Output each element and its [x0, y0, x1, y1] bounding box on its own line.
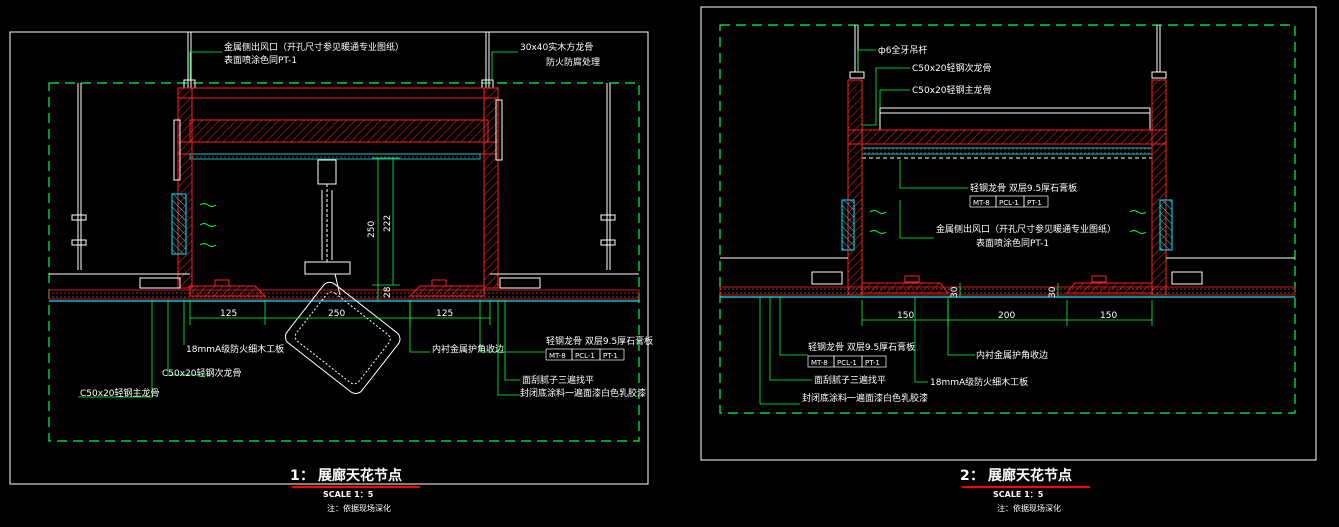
tag-mt: MT-8 [549, 352, 566, 360]
side-walls [171, 87, 503, 289]
label-board-2: 18mmA级防火细木工板 [930, 376, 1028, 388]
leader-lines-1 [78, 51, 545, 398]
detail-1: 250 222 28 125 250 125 金属侧出风口（开孔尺寸参见暖通专业 [9, 31, 653, 513]
title-2-text: 展廊天花节点 [988, 467, 1072, 484]
tag-pt-2a: PT-1 [1027, 199, 1042, 207]
label-main-keel: C50x20轻钢主龙骨 [80, 387, 160, 399]
label-light-keel: 轻钢龙骨 双层9.5厚石膏板 [546, 335, 653, 347]
material-tags-2a: MT-8 PCL-1 PT-1 [969, 195, 1049, 208]
tag-pt: PT-1 [603, 352, 618, 360]
tag-pt-2b: PT-1 [865, 359, 880, 367]
title-1-sep: ： [300, 468, 314, 484]
detail-1-frame [9, 31, 649, 485]
label-fireproof: 防火防腐处理 [546, 56, 600, 68]
ceiling-plane [48, 273, 640, 302]
label-putty-2: 面刮腻子三遍找平 [814, 374, 886, 386]
label-light-keel-2b: 轻钢龙骨 双层9.5厚石膏板 [808, 341, 915, 353]
title-1-text: 展廊天花节点 [318, 467, 402, 484]
track-light-fixture [284, 159, 401, 394]
dim-150-right: 150 [1100, 311, 1117, 321]
dim-250-vertical: 250 [367, 221, 377, 238]
dim-200: 200 [998, 311, 1015, 321]
label-light-keel-2a: 轻钢龙骨 双层9.5厚石膏板 [970, 182, 1077, 194]
title-1-note: 注：依据现场深化 [327, 503, 391, 513]
title-2-number: 2 [960, 468, 970, 484]
label-vent-finish: 表面喷涂色同PT-1 [224, 54, 297, 66]
label-wood-keel: 30x40实木方龙骨 [520, 41, 593, 53]
airflow-marks-2 [869, 210, 1147, 234]
material-tags-2b: MT-8 PCL-1 PT-1 [807, 355, 887, 368]
label-edge: 内衬金属护角收边 [432, 343, 504, 355]
rod-clips [71, 79, 616, 246]
title-2-sep: ： [970, 468, 984, 484]
top-wood-box [177, 87, 499, 160]
label-vent-finish-2: 表面喷涂色同PT-1 [976, 237, 1049, 249]
rod-clips-2 [849, 71, 1167, 79]
top-keel-2 [847, 107, 1167, 159]
tag-mt-2a: MT-8 [973, 199, 990, 207]
dim-30-left: 30 [950, 286, 960, 298]
dim-125-left: 125 [220, 309, 237, 319]
title-2-scale: SCALE 1：5 [993, 490, 1044, 499]
title-1-number: 1 [290, 468, 300, 484]
dim-28: 28 [383, 286, 393, 298]
label-paint-2: 封闭底涂料一遍面漆白色乳胶漆 [802, 392, 928, 404]
label-putty: 面刮腻子三遍找平 [522, 374, 594, 386]
label-main-keel-2: C50x20轻钢主龙骨 [912, 84, 992, 96]
dim-30-right: 30 [1048, 286, 1058, 298]
detail-2-frame [700, 6, 1317, 461]
dim-222: 222 [383, 215, 393, 232]
title-1-scale: SCALE 1：5 [323, 490, 374, 499]
tag-pcl: PCL-1 [575, 352, 595, 360]
label-vent-2: 金属侧出风口（开孔尺寸参见暖通专业图纸） [936, 223, 1116, 235]
leader-lines-2 [759, 49, 975, 405]
label-sub-keel: C50x20轻钢次龙骨 [162, 367, 242, 379]
label-vent: 金属侧出风口（开孔尺寸参见暖通专业图纸） [224, 41, 404, 53]
tag-pcl-2b: PCL-1 [837, 359, 857, 367]
label-paint: 封闭底涂料一遍面漆白色乳胶漆 [520, 387, 646, 399]
label-sub-keel-2: C50x20轻钢次龙骨 [912, 62, 992, 74]
horizontal-dims-2 [861, 283, 1153, 326]
label-board: 18mmA级防火细木工板 [186, 343, 284, 355]
dim-150-left: 150 [897, 311, 914, 321]
tag-pcl-2a: PCL-1 [999, 199, 1019, 207]
dim-125-right: 125 [436, 309, 453, 319]
ceiling-plane-2 [719, 257, 1296, 298]
material-tags-1: MT-8 PCL-1 PT-1 [545, 348, 625, 361]
title-2-note: 注：依据现场深化 [997, 503, 1061, 513]
tag-mt-2b: MT-8 [811, 359, 828, 367]
dim-250: 250 [328, 309, 345, 319]
label-edge-2: 内衬金属护角收边 [976, 349, 1048, 361]
side-walls-2 [841, 79, 1173, 296]
detail-2-boundary [719, 24, 1296, 414]
detail-1-boundary [48, 82, 640, 442]
hanger-rods [77, 32, 611, 270]
detail-2: 150 200 150 30 30 ф6全牙吊杆 C50x20轻钢次龙骨 C50… [700, 6, 1317, 513]
label-rod: ф6全牙吊杆 [878, 44, 927, 56]
vertical-dims [372, 157, 400, 301]
airflow-marks [199, 203, 217, 247]
